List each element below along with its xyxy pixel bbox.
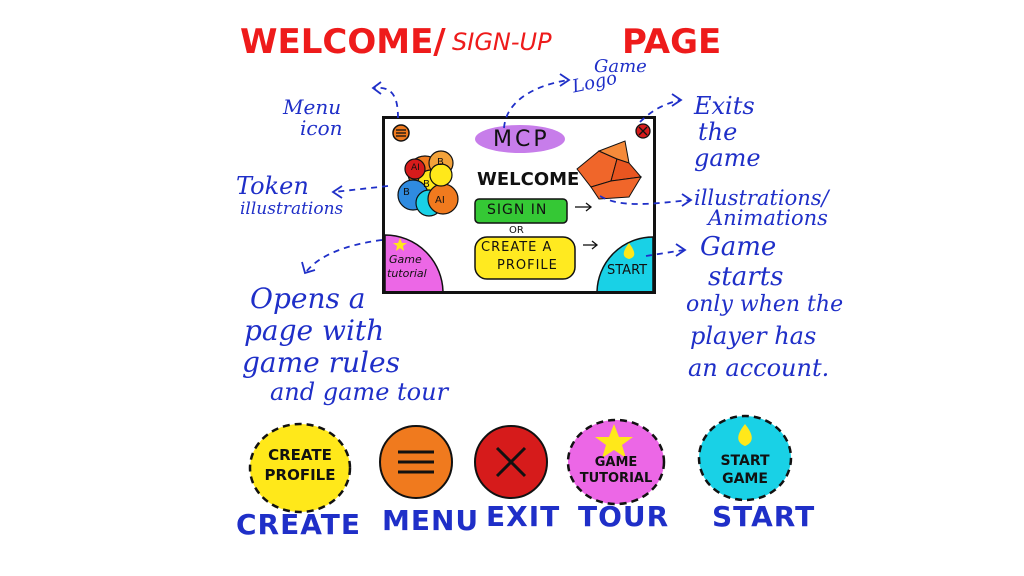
exit-icon[interactable] — [474, 425, 548, 499]
caption-menu: MENU — [382, 504, 480, 537]
caption-exit: EXIT — [486, 500, 561, 533]
annotation-opens-line1: Opens a — [250, 282, 366, 315]
annotation-game-starts-line2: starts — [708, 262, 784, 292]
page-title-page: PAGE — [622, 22, 722, 62]
welcome-screen-mockup: MCP WELCOME SIGN IN OR CREATE A PROFILE … — [382, 116, 656, 294]
caption-tour: TOUR — [578, 500, 670, 533]
menu-icon[interactable] — [392, 124, 410, 142]
token-label: AI — [435, 195, 445, 206]
create-profile-icon-label-1: CREATE — [268, 446, 332, 464]
game-logo-text: MCP — [493, 127, 550, 152]
token-label: B — [437, 157, 444, 168]
annotation-game-logo-line1: Game — [594, 56, 647, 77]
game-tutorial-icon-label-1: GAME — [594, 455, 638, 470]
annotation-illustrations-line1: illustrations/ — [694, 186, 829, 210]
sign-in-button-shape[interactable] — [474, 198, 568, 224]
start-button-label[interactable]: START — [607, 263, 648, 278]
annotation-token-line1: Token — [236, 172, 309, 200]
or-text: OR — [509, 225, 524, 236]
annotation-game-starts-line1: Game — [700, 232, 777, 262]
arrow-icon — [575, 202, 599, 250]
page-title-signup: SIGN-UP — [452, 28, 552, 56]
annotation-opens-line3: game rules — [242, 346, 400, 379]
game-tutorial-label-2[interactable]: tutorial — [387, 267, 427, 280]
annotation-token-line2: illustrations — [240, 199, 344, 219]
annotation-game-logo-line2: Logo — [570, 67, 619, 98]
annotation-game-starts-line4: player has — [690, 322, 817, 350]
annotation-opens-line2: page with — [244, 314, 385, 347]
close-icon[interactable] — [635, 123, 651, 139]
start-game-icon-label-1: START — [720, 453, 770, 469]
game-logo-shape — [475, 125, 565, 153]
token-label: B — [423, 179, 430, 190]
page-title-welcome: WELCOME/ — [240, 22, 446, 62]
mockup-graphics — [385, 123, 653, 291]
caption-start: START — [712, 500, 816, 533]
origami-illustration — [576, 140, 642, 200]
annotation-exits-line2: the — [698, 118, 738, 146]
token-illustrations — [397, 150, 459, 217]
menu-icon[interactable] — [379, 425, 453, 499]
annotation-illustrations-line2: Animations — [708, 206, 828, 230]
create-profile-icon-label-2: PROFILE — [264, 466, 336, 484]
create-profile-button-shape[interactable] — [474, 236, 576, 280]
game-tutorial-icon-label-2: TUTORIAL — [579, 471, 653, 486]
token-label: AI — [411, 163, 420, 173]
token-label: B — [403, 187, 410, 198]
create-profile-button-label-2[interactable]: PROFILE — [497, 258, 558, 273]
create-profile-button-label-1[interactable]: CREATE A — [481, 240, 553, 255]
annotation-menu-icon-line2: icon — [300, 116, 343, 140]
annotation-menu-icon-line1: Menu — [283, 95, 342, 119]
sign-in-button-label[interactable]: SIGN IN — [487, 202, 548, 218]
annotation-game-starts-line5: an account. — [688, 354, 830, 382]
annotation-game-starts-line3: only when the — [686, 292, 844, 317]
caption-create: CREATE — [236, 508, 361, 541]
annotation-exits-line3: game — [694, 144, 761, 172]
game-tutorial-label-1[interactable]: Game — [389, 253, 422, 266]
start-game-icon-label-2: GAME — [722, 471, 768, 487]
game-tutorial-button-shape[interactable] — [385, 234, 444, 291]
welcome-text: WELCOME — [477, 169, 580, 190]
annotation-exits-line1: Exits — [694, 92, 755, 120]
annotation-opens-line4: and game tour — [270, 378, 449, 406]
start-button-shape[interactable] — [596, 236, 653, 291]
